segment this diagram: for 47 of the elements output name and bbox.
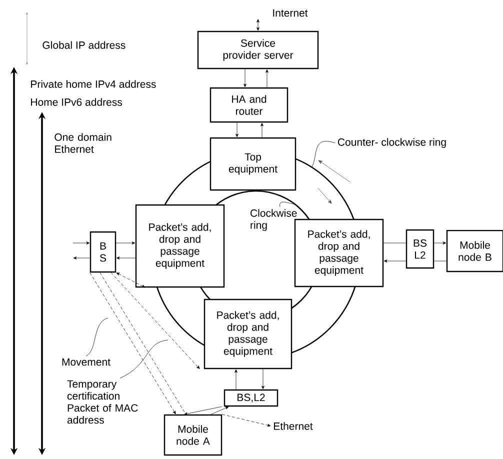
leader-line [120, 340, 168, 378]
arrow [184, 406, 222, 416]
arrow [73, 256, 90, 260]
arrow [384, 260, 406, 262]
mobile-node-box: Mobile node A [164, 414, 222, 456]
base-station-box: BS,L2 [224, 389, 278, 407]
arrow [234, 369, 238, 390]
arrow [256, 19, 260, 31]
ring-label: Clockwise ring [250, 209, 297, 231]
arrow [116, 242, 136, 244]
text-label: One domain Ethernet [54, 133, 112, 153]
note-label: Temporary certification Packet of MAC address [67, 380, 138, 424]
connector-line [383, 242, 406, 244]
arrow [244, 68, 246, 88]
equipment-box: Packet’s add, drop and passage equipment [294, 218, 384, 288]
leader-line [86, 318, 108, 356]
dashed-line [100, 272, 186, 415]
arrow [72, 242, 90, 244]
dashed-arrow [116, 272, 146, 288]
arrow [116, 256, 136, 260]
server-box: Service provider server [197, 30, 319, 70]
router-box: HA and router [210, 87, 288, 123]
dashed-arrow [110, 272, 200, 369]
arrow [260, 122, 264, 138]
dashed-arrow [222, 414, 271, 427]
arrow [266, 69, 268, 88]
leader-line [312, 140, 336, 168]
ring-label: Counter- clockwise ring [338, 138, 446, 148]
mobile-node-box: Mobile node B [446, 230, 503, 272]
base-station-box: B S [90, 231, 116, 273]
text-label: Private home IPv4 address [31, 80, 156, 88]
arrow [210, 406, 229, 415]
leader-line [280, 202, 294, 208]
movement-label: Movement [62, 358, 110, 366]
text-label: Home IPv6 address [31, 98, 122, 106]
text-label: Ethernet [274, 422, 313, 430]
equipment-box: Packet’s add, drop and passage equipment [204, 298, 292, 370]
connector-line [434, 260, 447, 262]
arrow [262, 368, 264, 390]
equipment-box: Packet’s add, drop and passage equipment [135, 204, 225, 288]
arrow [434, 242, 446, 244]
text-label: Internet [273, 9, 308, 17]
base-station-box: BS L2 [406, 229, 434, 269]
arrow [236, 122, 238, 138]
dashed-arrow [90, 272, 176, 414]
equipment-box: Top equipment [210, 137, 296, 191]
text-label: Global IP address [42, 41, 126, 49]
